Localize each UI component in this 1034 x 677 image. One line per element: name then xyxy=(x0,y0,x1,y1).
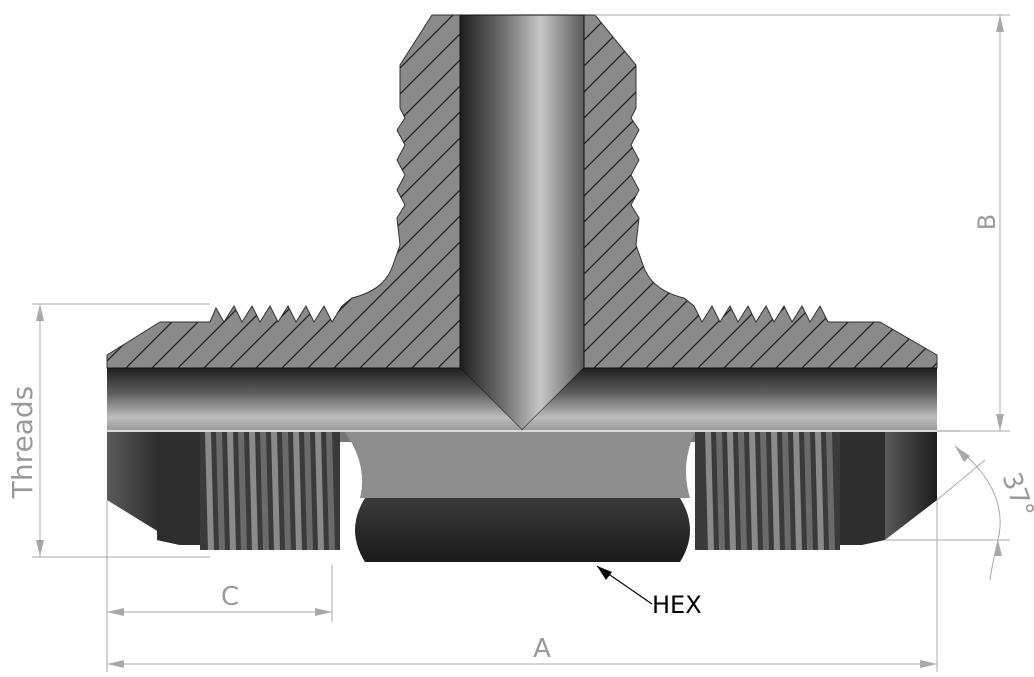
dimension-a: A xyxy=(106,500,938,672)
thread-ridge xyxy=(304,432,313,550)
threads-label: Threads xyxy=(6,386,39,500)
dimension-b-label: B xyxy=(973,214,1001,230)
thread-ridge xyxy=(227,432,236,550)
dimension-a-label: A xyxy=(533,634,551,664)
thread-ridge xyxy=(705,432,714,550)
dimension-c: C xyxy=(106,500,333,622)
thread-ridge xyxy=(326,432,335,550)
horizontal-bore xyxy=(107,367,937,430)
thread-ridge xyxy=(738,432,747,550)
thread-ridge xyxy=(749,432,758,550)
thread-ridge xyxy=(216,432,225,550)
thread-ridge xyxy=(249,432,258,550)
thread-ridge xyxy=(727,432,736,550)
dimension-threads: Threads xyxy=(6,303,210,558)
hex-callout: HEX xyxy=(596,565,702,619)
thread-ridge xyxy=(260,432,269,550)
thread-ridge xyxy=(205,432,214,550)
thread-ridge xyxy=(238,432,247,550)
thread-ridge xyxy=(804,432,813,550)
dimension-b: B xyxy=(595,14,1010,432)
thread-ridge xyxy=(716,432,725,550)
thread-ridge xyxy=(782,432,791,550)
thread-ridge xyxy=(793,432,802,550)
thread-ridge xyxy=(815,432,824,550)
hex-label: HEX xyxy=(652,591,702,619)
angle-label: 37° xyxy=(996,468,1034,522)
vertical-bore xyxy=(459,14,585,431)
dimension-c-label: C xyxy=(221,582,239,612)
thread-ridge xyxy=(293,432,302,550)
thread-ridge xyxy=(826,432,835,550)
thread-ridge xyxy=(771,432,780,550)
thread-ridge xyxy=(760,432,769,550)
thread-ridge xyxy=(315,432,324,550)
thread-ridge xyxy=(282,432,291,550)
thread-ridges xyxy=(205,432,835,550)
thread-ridge xyxy=(271,432,280,550)
